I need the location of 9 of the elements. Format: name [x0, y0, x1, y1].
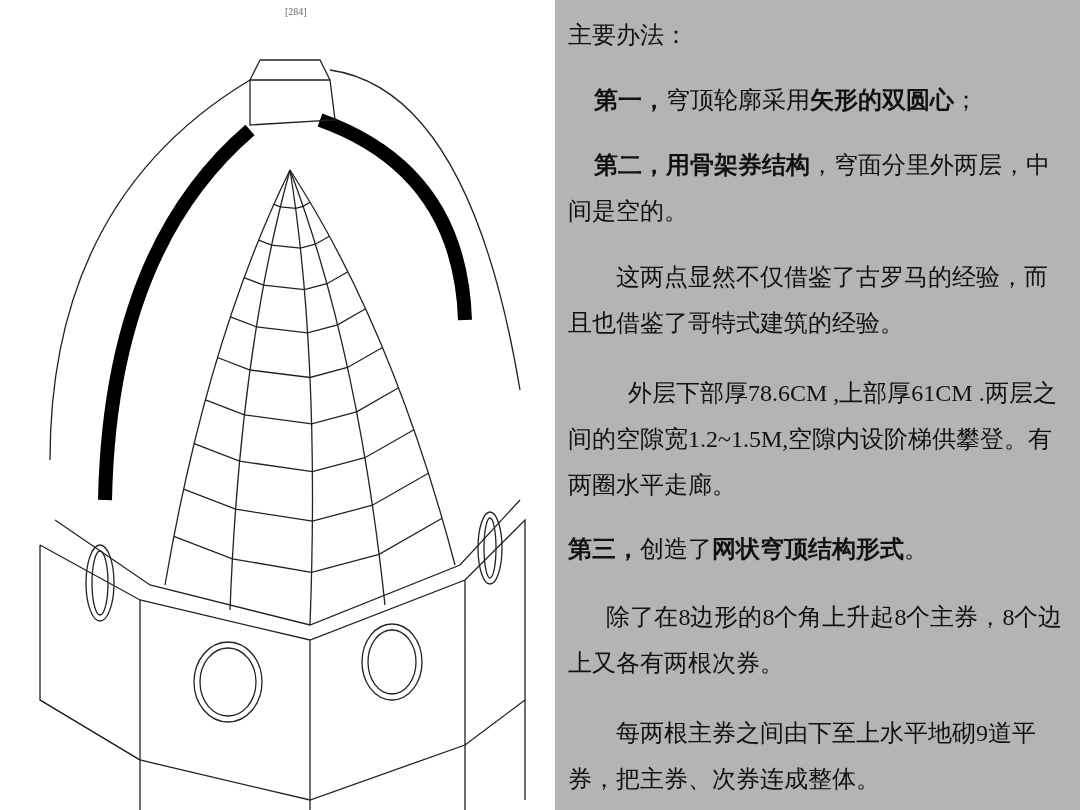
paragraph: 第二，用骨架券结构，穹面分里外两层，中间是空的。 [568, 150, 1052, 226]
page-number: [284] [285, 6, 307, 17]
paragraph: 外层下部厚78.6CM ,上部厚61CM .两层之间的空隙宽1.2~1.5M,空隙内设阶梯供攀登。有两圈水平走廊。 [568, 379, 1058, 500]
paragraph: 第一，穹顶轮廓采用矢形的双圆心； [593, 85, 980, 116]
paragraph: 这两点显然不仅借鉴了古罗马的经验，而且也借鉴了哥特式建筑的经验。 [568, 263, 1049, 338]
paragraph: 每两根主券之间由下至上水平地砌9道平券，把主券、次券连成整体。 [568, 719, 1037, 794]
paragraph: 除了在8边形的8个角上升起8个主券，8个边上又各有两根次券。 [568, 603, 1064, 678]
heading-text: 主要办法： [568, 21, 689, 50]
paragraph: 第三，创造了网状穹顶结构形式。 [568, 534, 929, 565]
